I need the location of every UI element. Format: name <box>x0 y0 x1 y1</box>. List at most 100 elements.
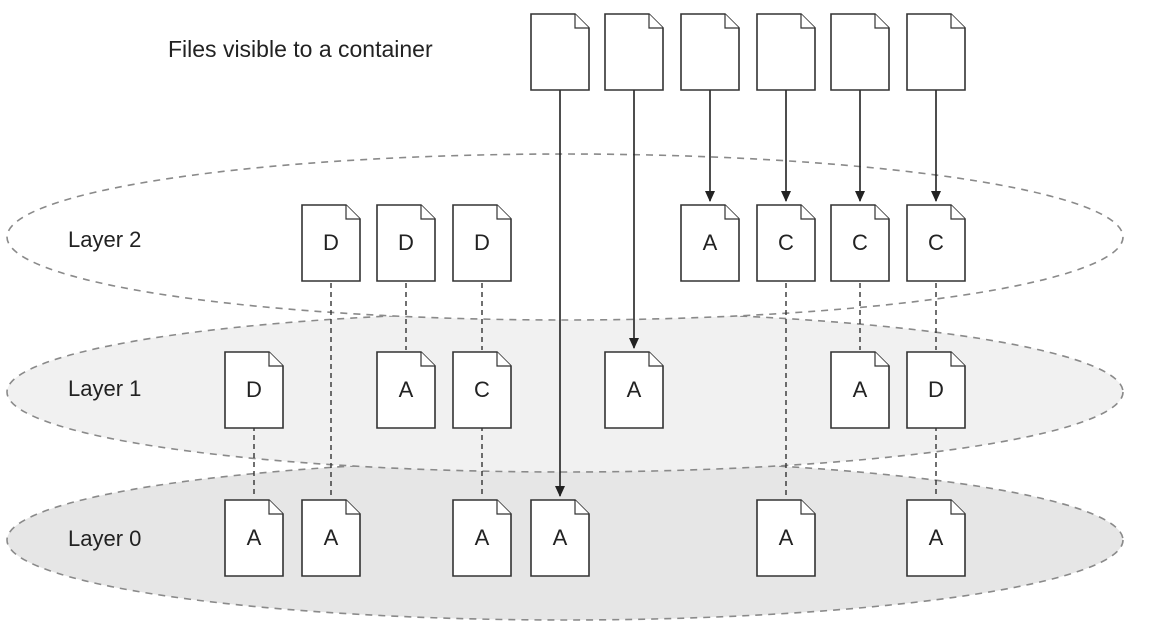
file-letter: A <box>399 377 414 402</box>
file-fold-corner <box>800 14 815 29</box>
layer-0-file-1: A <box>224 499 284 577</box>
file-icon <box>224 351 284 429</box>
file-icon <box>906 204 966 282</box>
file-icon <box>906 13 966 91</box>
visible-file-6 <box>906 13 966 91</box>
file-icon <box>756 204 816 282</box>
file-fold-corner <box>648 352 663 367</box>
file-letter: A <box>627 377 642 402</box>
visible-file-2 <box>604 13 664 91</box>
file-fold-corner <box>648 14 663 29</box>
file-letter: A <box>929 525 944 550</box>
file-letter: D <box>246 377 262 402</box>
layer-2-file-4: A <box>680 204 740 282</box>
file-icon <box>530 499 590 577</box>
file-fold-corner <box>724 14 739 29</box>
visible-file-4 <box>756 13 816 91</box>
file-icon <box>224 499 284 577</box>
layer-2-label: Layer 2 <box>68 227 141 252</box>
file-letter: C <box>928 230 944 255</box>
file-letter: A <box>247 525 262 550</box>
file-fold-corner <box>268 500 283 515</box>
file-icon <box>830 13 890 91</box>
file-fold-corner <box>420 352 435 367</box>
file-fold-corner <box>874 352 889 367</box>
file-icon <box>530 13 590 91</box>
visible-file-1 <box>530 13 590 91</box>
file-icon <box>604 13 664 91</box>
layer-2-file-2: D <box>376 204 436 282</box>
file-fold-corner <box>874 205 889 220</box>
file-icon <box>301 204 361 282</box>
file-icon <box>756 13 816 91</box>
layer-2-file-1: D <box>301 204 361 282</box>
layer-0-file-4: A <box>530 499 590 577</box>
file-fold-corner <box>800 500 815 515</box>
file-icon <box>756 499 816 577</box>
layer-1-file-2: A <box>376 351 436 429</box>
layer-1-file-4: A <box>604 351 664 429</box>
layer-1-file-5: A <box>830 351 890 429</box>
file-letter: D <box>928 377 944 402</box>
layer-0-file-6: A <box>906 499 966 577</box>
layer-2-file-5: C <box>756 204 816 282</box>
file-fold-corner <box>950 14 965 29</box>
file-letter: A <box>324 525 339 550</box>
file-icon <box>452 204 512 282</box>
layer-0-file-5: A <box>756 499 816 577</box>
layer-1-file-1: D <box>224 351 284 429</box>
file-icon <box>604 351 664 429</box>
file-fold-corner <box>574 500 589 515</box>
layer-0-file-2: A <box>301 499 361 577</box>
file-icon <box>680 13 740 91</box>
file-icon <box>301 499 361 577</box>
layer-0-file-3: A <box>452 499 512 577</box>
layer-1-label: Layer 1 <box>68 376 141 401</box>
layer-1-file-3: C <box>452 351 512 429</box>
layer-0-label: Layer 0 <box>68 526 141 551</box>
file-icons: D D D A C C C D A C A A D A A A A A A <box>224 13 966 577</box>
layer-2-file-7: C <box>906 204 966 282</box>
file-letter: A <box>779 525 794 550</box>
file-letter: A <box>853 377 868 402</box>
layer-2-file-3: D <box>452 204 512 282</box>
file-fold-corner <box>950 205 965 220</box>
visible-file-5 <box>830 13 890 91</box>
file-fold-corner <box>496 205 511 220</box>
file-letter: A <box>553 525 568 550</box>
layer-2-file-6: C <box>830 204 890 282</box>
file-fold-corner <box>420 205 435 220</box>
file-fold-corner <box>800 205 815 220</box>
connector-links <box>253 90 941 498</box>
file-icon <box>680 204 740 282</box>
file-fold-corner <box>574 14 589 29</box>
file-icon <box>452 499 512 577</box>
file-letter: A <box>703 230 718 255</box>
file-icon <box>376 204 436 282</box>
file-letter: C <box>778 230 794 255</box>
layer-1-file-6: D <box>906 351 966 429</box>
file-icon <box>452 351 512 429</box>
file-icon <box>906 499 966 577</box>
file-letter: A <box>475 525 490 550</box>
file-fold-corner <box>268 352 283 367</box>
file-fold-corner <box>874 14 889 29</box>
file-icon <box>376 351 436 429</box>
file-fold-corner <box>950 500 965 515</box>
file-letter: D <box>398 230 414 255</box>
file-icon <box>830 204 890 282</box>
file-fold-corner <box>950 352 965 367</box>
file-fold-corner <box>724 205 739 220</box>
file-letter: C <box>474 377 490 402</box>
file-icon <box>906 351 966 429</box>
file-fold-corner <box>345 205 360 220</box>
visible-file-3 <box>680 13 740 91</box>
file-letter: C <box>852 230 868 255</box>
file-fold-corner <box>496 352 511 367</box>
file-letter: D <box>474 230 490 255</box>
diagram-title: Files visible to a container <box>168 36 433 62</box>
file-fold-corner <box>345 500 360 515</box>
file-icon <box>830 351 890 429</box>
file-letter: D <box>323 230 339 255</box>
